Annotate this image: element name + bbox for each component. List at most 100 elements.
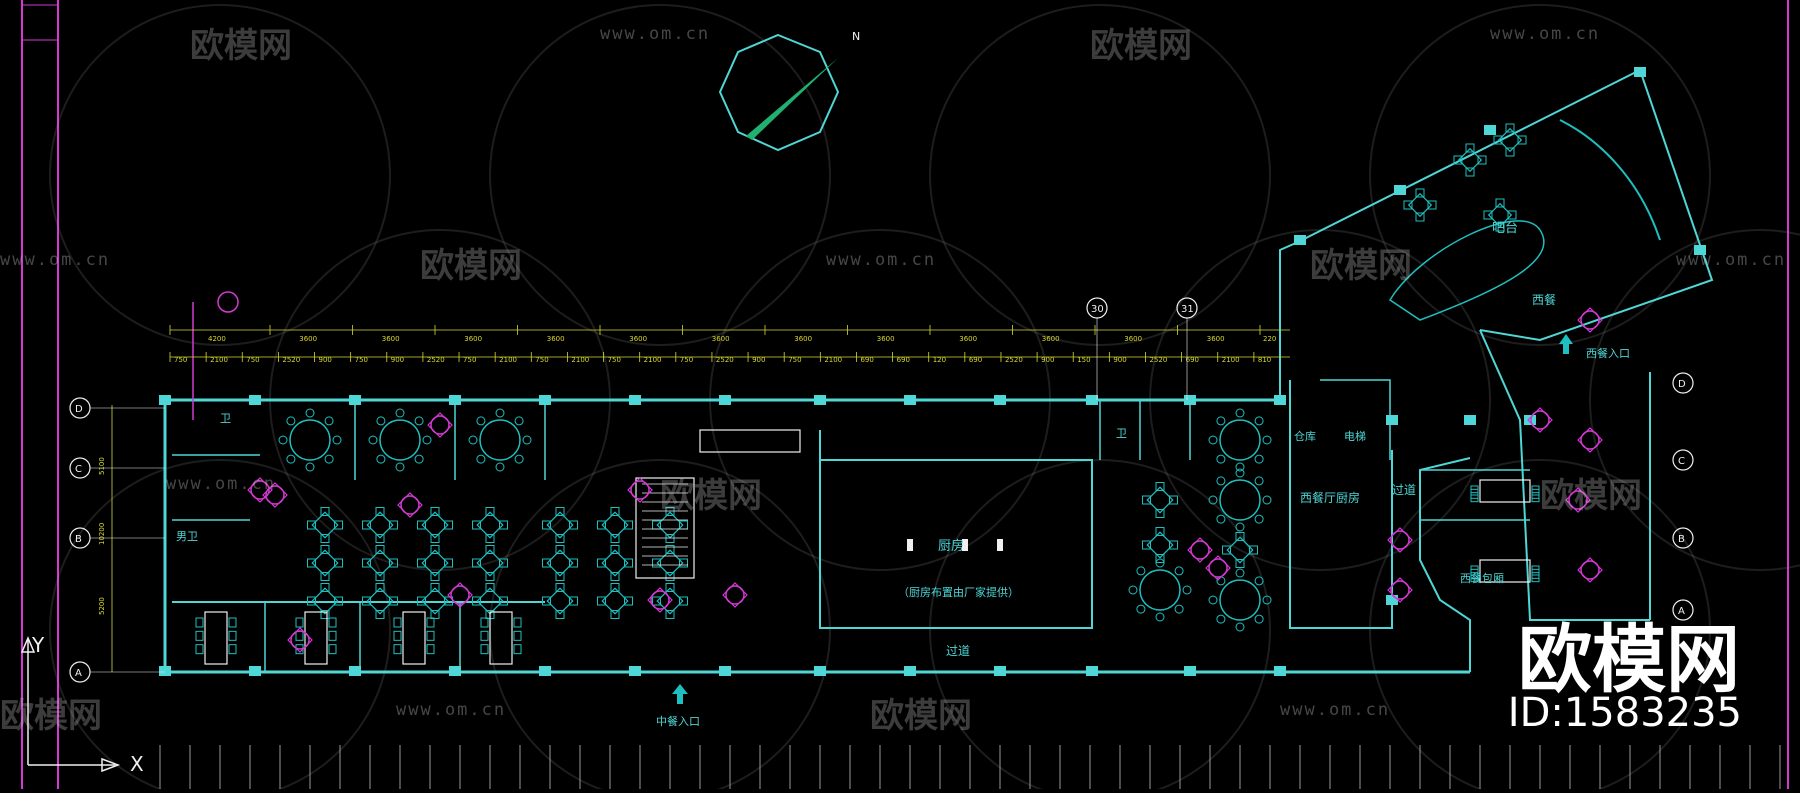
square-table [1146, 486, 1174, 514]
dimension-label: 120 [933, 356, 946, 364]
stair [699, 429, 801, 453]
dimension-label: 3600 [877, 335, 895, 343]
chair [320, 507, 330, 516]
section-marker-diamond [722, 582, 748, 608]
chair [480, 617, 489, 628]
chair [1470, 492, 1479, 503]
dimension-label: 750 [174, 356, 187, 364]
watermark-brand: 欧模网 [1090, 26, 1192, 66]
chinese-entry-arrow [672, 684, 688, 704]
square-table [656, 549, 684, 577]
chair [1427, 200, 1437, 210]
dimension-label: 3600 [1124, 335, 1142, 343]
chair [1495, 198, 1505, 208]
axis-label-y: Y [31, 633, 45, 657]
label-western-entry: 西餐入口 [1586, 346, 1630, 360]
chair [476, 454, 486, 464]
partition [1320, 379, 1391, 460]
chair [1465, 167, 1475, 177]
column [629, 395, 641, 405]
column [1524, 415, 1536, 425]
chair [1531, 488, 1540, 499]
chair [665, 610, 675, 619]
watermark-ring [489, 4, 831, 346]
dimension-label: 900 [391, 356, 404, 364]
column [904, 666, 916, 676]
section-marker [217, 291, 239, 313]
furniture [195, 119, 1661, 665]
chair [513, 630, 522, 641]
chair [228, 617, 237, 628]
dimension-label: 690 [860, 356, 873, 364]
chair [610, 507, 620, 516]
chair [1517, 135, 1527, 145]
section-marker-diamond [627, 477, 653, 503]
chair [1235, 532, 1245, 541]
compass-north-label: N [852, 30, 860, 43]
chair [624, 520, 633, 530]
chair [1505, 123, 1515, 133]
section-markers [192, 291, 1603, 653]
column [539, 395, 551, 405]
square-table [476, 587, 504, 615]
chair [228, 630, 237, 641]
square-table [1457, 147, 1483, 173]
chair [1495, 222, 1505, 232]
square-table [366, 587, 394, 615]
label-elevator: 电梯 [1344, 430, 1366, 443]
chair [665, 507, 675, 516]
chair [430, 534, 440, 543]
chair [485, 583, 495, 592]
chair [1128, 585, 1138, 595]
dimension-label: 900 [319, 356, 332, 364]
chair [1155, 612, 1165, 622]
chair [597, 520, 606, 530]
chair [610, 610, 620, 619]
chair [1136, 604, 1146, 614]
column [904, 395, 916, 405]
chair [1216, 514, 1226, 524]
watermark-brand: 欧模网 [420, 246, 522, 286]
chair [485, 507, 495, 516]
dimension-label: 5200 [98, 597, 106, 615]
bottom-ticks [159, 745, 1781, 789]
compass: N [718, 30, 860, 152]
watermark-brand: 欧模网 [1310, 246, 1412, 286]
round-table [1139, 569, 1181, 611]
chair [393, 617, 402, 628]
square-table [546, 587, 574, 615]
section-marker [1208, 558, 1228, 578]
grid-bubble [1672, 372, 1694, 394]
square-table [311, 549, 339, 577]
western-entry-arrow [1559, 334, 1573, 354]
column [1694, 245, 1706, 255]
dimension-label: 900 [1113, 356, 1126, 364]
grid-bubble-label: D [75, 404, 83, 415]
dimension-label: 750 [246, 356, 259, 364]
chair [522, 435, 532, 445]
chair [414, 454, 424, 464]
grid-bubble-label: 30 [1091, 304, 1104, 315]
chair [1216, 576, 1226, 586]
dimension-label: 900 [1041, 356, 1054, 364]
column [814, 395, 826, 405]
section-marker [1390, 530, 1410, 550]
chair [376, 416, 386, 426]
square-table [546, 549, 574, 577]
chair [1254, 614, 1264, 624]
square-table [1407, 192, 1433, 218]
label-western-private: 西餐包厢 [1460, 571, 1504, 585]
chair [555, 583, 565, 592]
chair [1470, 488, 1479, 499]
grid-bubble [1672, 449, 1694, 471]
axis-label-x: X [130, 752, 144, 776]
chair [375, 572, 385, 581]
section-marker-diamond [1577, 427, 1603, 453]
chair [542, 558, 551, 568]
chair [597, 596, 606, 606]
column [159, 666, 171, 676]
square-table [656, 587, 684, 615]
column [159, 395, 171, 405]
chair [624, 558, 633, 568]
chair [1507, 210, 1517, 220]
